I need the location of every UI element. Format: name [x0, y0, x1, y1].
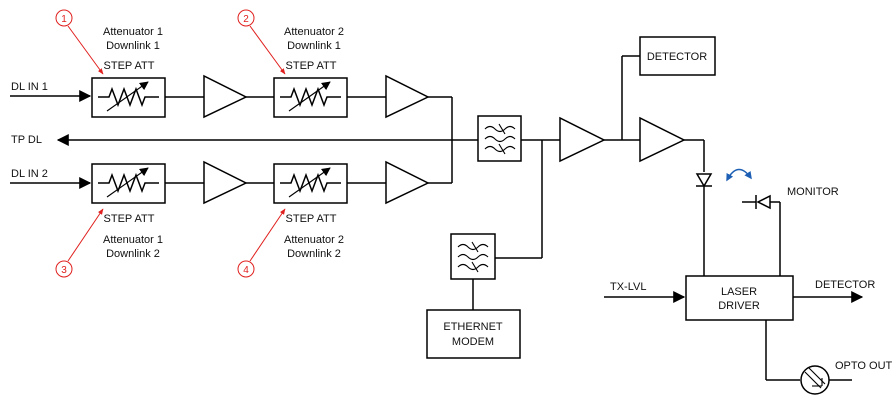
amplifier-icon — [559, 116, 606, 163]
svg-text:ETHERNET: ETHERNET — [443, 321, 503, 333]
dl-in-2-label: DL IN 2 — [11, 168, 48, 180]
photodiode-icon — [742, 194, 780, 210]
amplifier-icon — [385, 160, 430, 205]
attenuator-3-name: Attenuator 1 — [103, 234, 163, 246]
attenuator-2-path: Downlink 1 — [287, 40, 341, 52]
svg-text:1: 1 — [61, 14, 67, 25]
svg-text:4: 4 — [243, 265, 249, 276]
filter-icon — [484, 123, 516, 155]
amplifier-icon — [203, 74, 248, 119]
step-att-1 — [91, 77, 166, 118]
attenuator-1-name: Attenuator 1 — [103, 26, 163, 38]
filter-icon — [457, 241, 489, 273]
svg-text:2: 2 — [243, 14, 249, 25]
callout-2: 2 — [237, 9, 286, 75]
callout-1: 1 — [55, 9, 104, 75]
filter-main — [477, 115, 522, 162]
attenuator-2-type: STEP ATT — [286, 60, 337, 72]
monitor-label: MONITOR — [787, 186, 839, 198]
filter-ethernet — [450, 233, 496, 280]
svg-text:DETECTOR: DETECTOR — [647, 51, 707, 63]
tx-lvl-label: TX-LVL — [610, 281, 646, 293]
laser-driver-block: LASER DRIVER — [685, 275, 794, 321]
svg-text:LASER: LASER — [721, 286, 757, 298]
svg-text:3: 3 — [61, 265, 67, 276]
attenuator-2-name: Attenuator 2 — [284, 26, 344, 38]
attenuator-3-path: Downlink 2 — [106, 248, 160, 260]
attenuator-3-type: STEP ATT — [104, 213, 155, 225]
variable-arrow-icon — [106, 167, 149, 198]
variable-arrow-icon — [106, 81, 149, 112]
opto-out-label: OPTO OUT — [835, 360, 893, 372]
attenuator-4-type: STEP ATT — [286, 213, 337, 225]
amplifier-icon — [639, 116, 686, 163]
variable-arrow-icon — [288, 167, 331, 198]
attenuator-4-name: Attenuator 2 — [284, 234, 344, 246]
detector-block-top: DETECTOR — [639, 36, 716, 76]
detector-output-label: DETECTOR — [815, 279, 875, 291]
attenuator-1-path: Downlink 1 — [106, 40, 160, 52]
optical-connector-icon — [800, 365, 830, 395]
amplifier-icon — [203, 160, 248, 205]
tp-dl-label: TP DL — [11, 134, 42, 146]
amplifier-icon — [385, 74, 430, 119]
attenuator-1-type: STEP ATT — [104, 60, 155, 72]
step-att-2 — [273, 77, 348, 118]
callout-4: 4 — [237, 208, 286, 278]
variable-arrow-icon — [288, 81, 331, 112]
dl-in-1-label: DL IN 1 — [11, 81, 48, 93]
step-att-4 — [273, 163, 348, 204]
ethernet-modem-block: ETHERNET MODEM — [426, 309, 521, 359]
svg-text:DRIVER: DRIVER — [718, 300, 760, 312]
attenuator-4-path: Downlink 2 — [287, 248, 341, 260]
svg-text:MODEM: MODEM — [452, 336, 494, 348]
laser-diode-icon — [695, 173, 713, 188]
curved-double-arrow-icon — [726, 168, 752, 182]
step-att-3 — [91, 163, 166, 204]
callout-3: 3 — [55, 208, 104, 278]
